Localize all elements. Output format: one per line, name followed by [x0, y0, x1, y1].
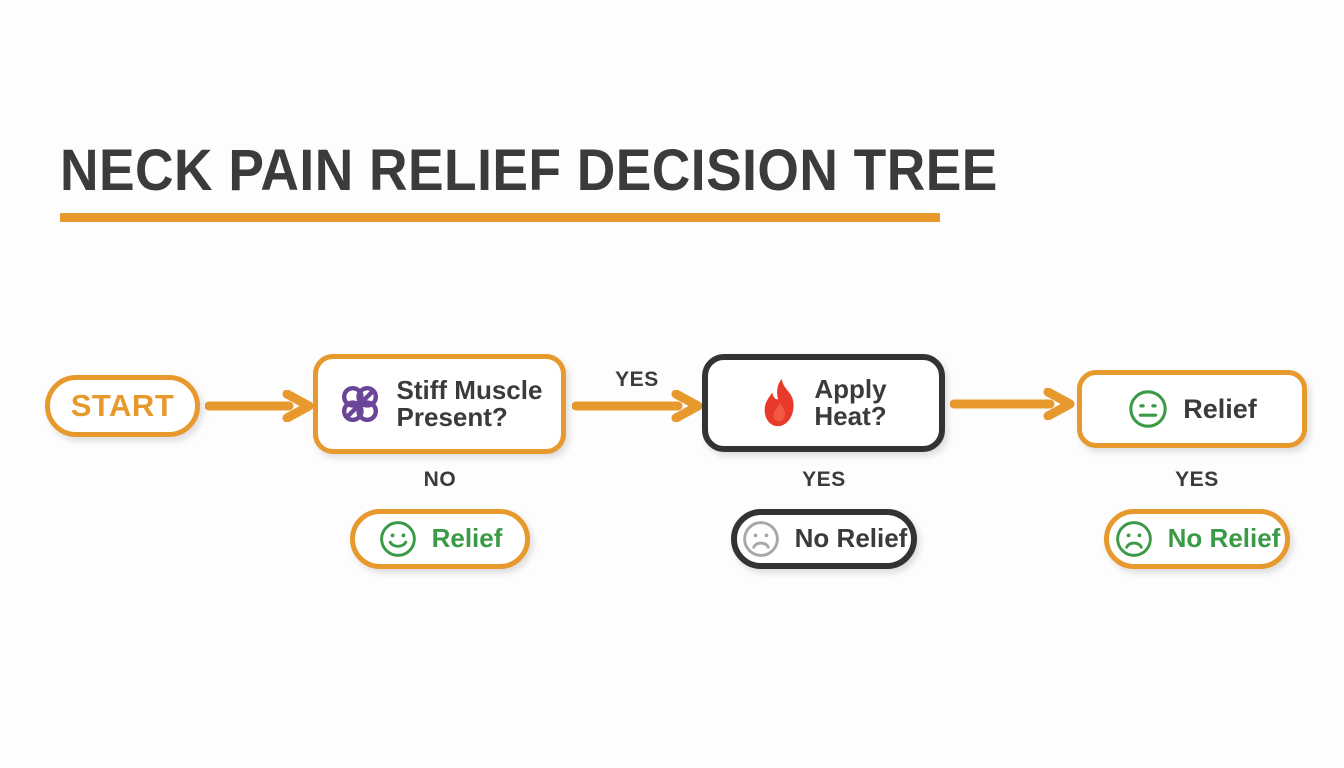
- edge-label-stiff-no: NO: [423, 468, 457, 491]
- neutral-face-icon: [1129, 390, 1167, 428]
- node-no-relief-orange-label: No Relief: [1167, 523, 1281, 554]
- node-apply-heat-label: Apply Heat?: [814, 373, 887, 431]
- node-no-relief-dark-label: No Relief: [794, 523, 908, 554]
- page-title-block: NECK PAIN RELIEF DECISION TREE: [60, 142, 1079, 222]
- smiley-face-icon: [379, 521, 416, 557]
- edge-label-relief-yes: YES: [1175, 468, 1219, 491]
- node-no-relief-orange[interactable]: No Relief: [1104, 509, 1290, 569]
- node-stiff-muscle-label: Stiff Muscle Present?: [396, 374, 543, 432]
- edge-label-heat-yes: YES: [802, 468, 846, 491]
- node-apply-heat[interactable]: Apply Heat?: [702, 354, 945, 452]
- node-start-label: START: [70, 387, 175, 423]
- node-no-relief-dark[interactable]: No Relief: [731, 509, 917, 569]
- node-stiff-muscle[interactable]: Stiff Muscle Present?: [313, 354, 566, 454]
- node-relief-no-branch-label: Relief: [431, 523, 503, 554]
- page-title: NECK PAIN RELIEF DECISION TREE: [60, 138, 998, 203]
- sad-face-icon: [742, 521, 779, 557]
- arrow-heat-to-relief: [950, 388, 1075, 420]
- node-relief-top[interactable]: Relief: [1077, 370, 1307, 448]
- arrow-start-to-stiff: [205, 390, 314, 422]
- arrow-stiff-to-heat: [572, 390, 703, 422]
- node-relief-no-branch[interactable]: Relief: [350, 509, 530, 569]
- node-start[interactable]: START: [45, 375, 200, 437]
- muscle-knot-icon: [341, 385, 378, 423]
- title-underline: [60, 213, 940, 222]
- flame-icon: [764, 378, 794, 427]
- sad-face-icon: [1115, 521, 1152, 557]
- node-relief-top-label: Relief: [1183, 393, 1257, 424]
- edge-label-stiff-yes: YES: [615, 368, 659, 391]
